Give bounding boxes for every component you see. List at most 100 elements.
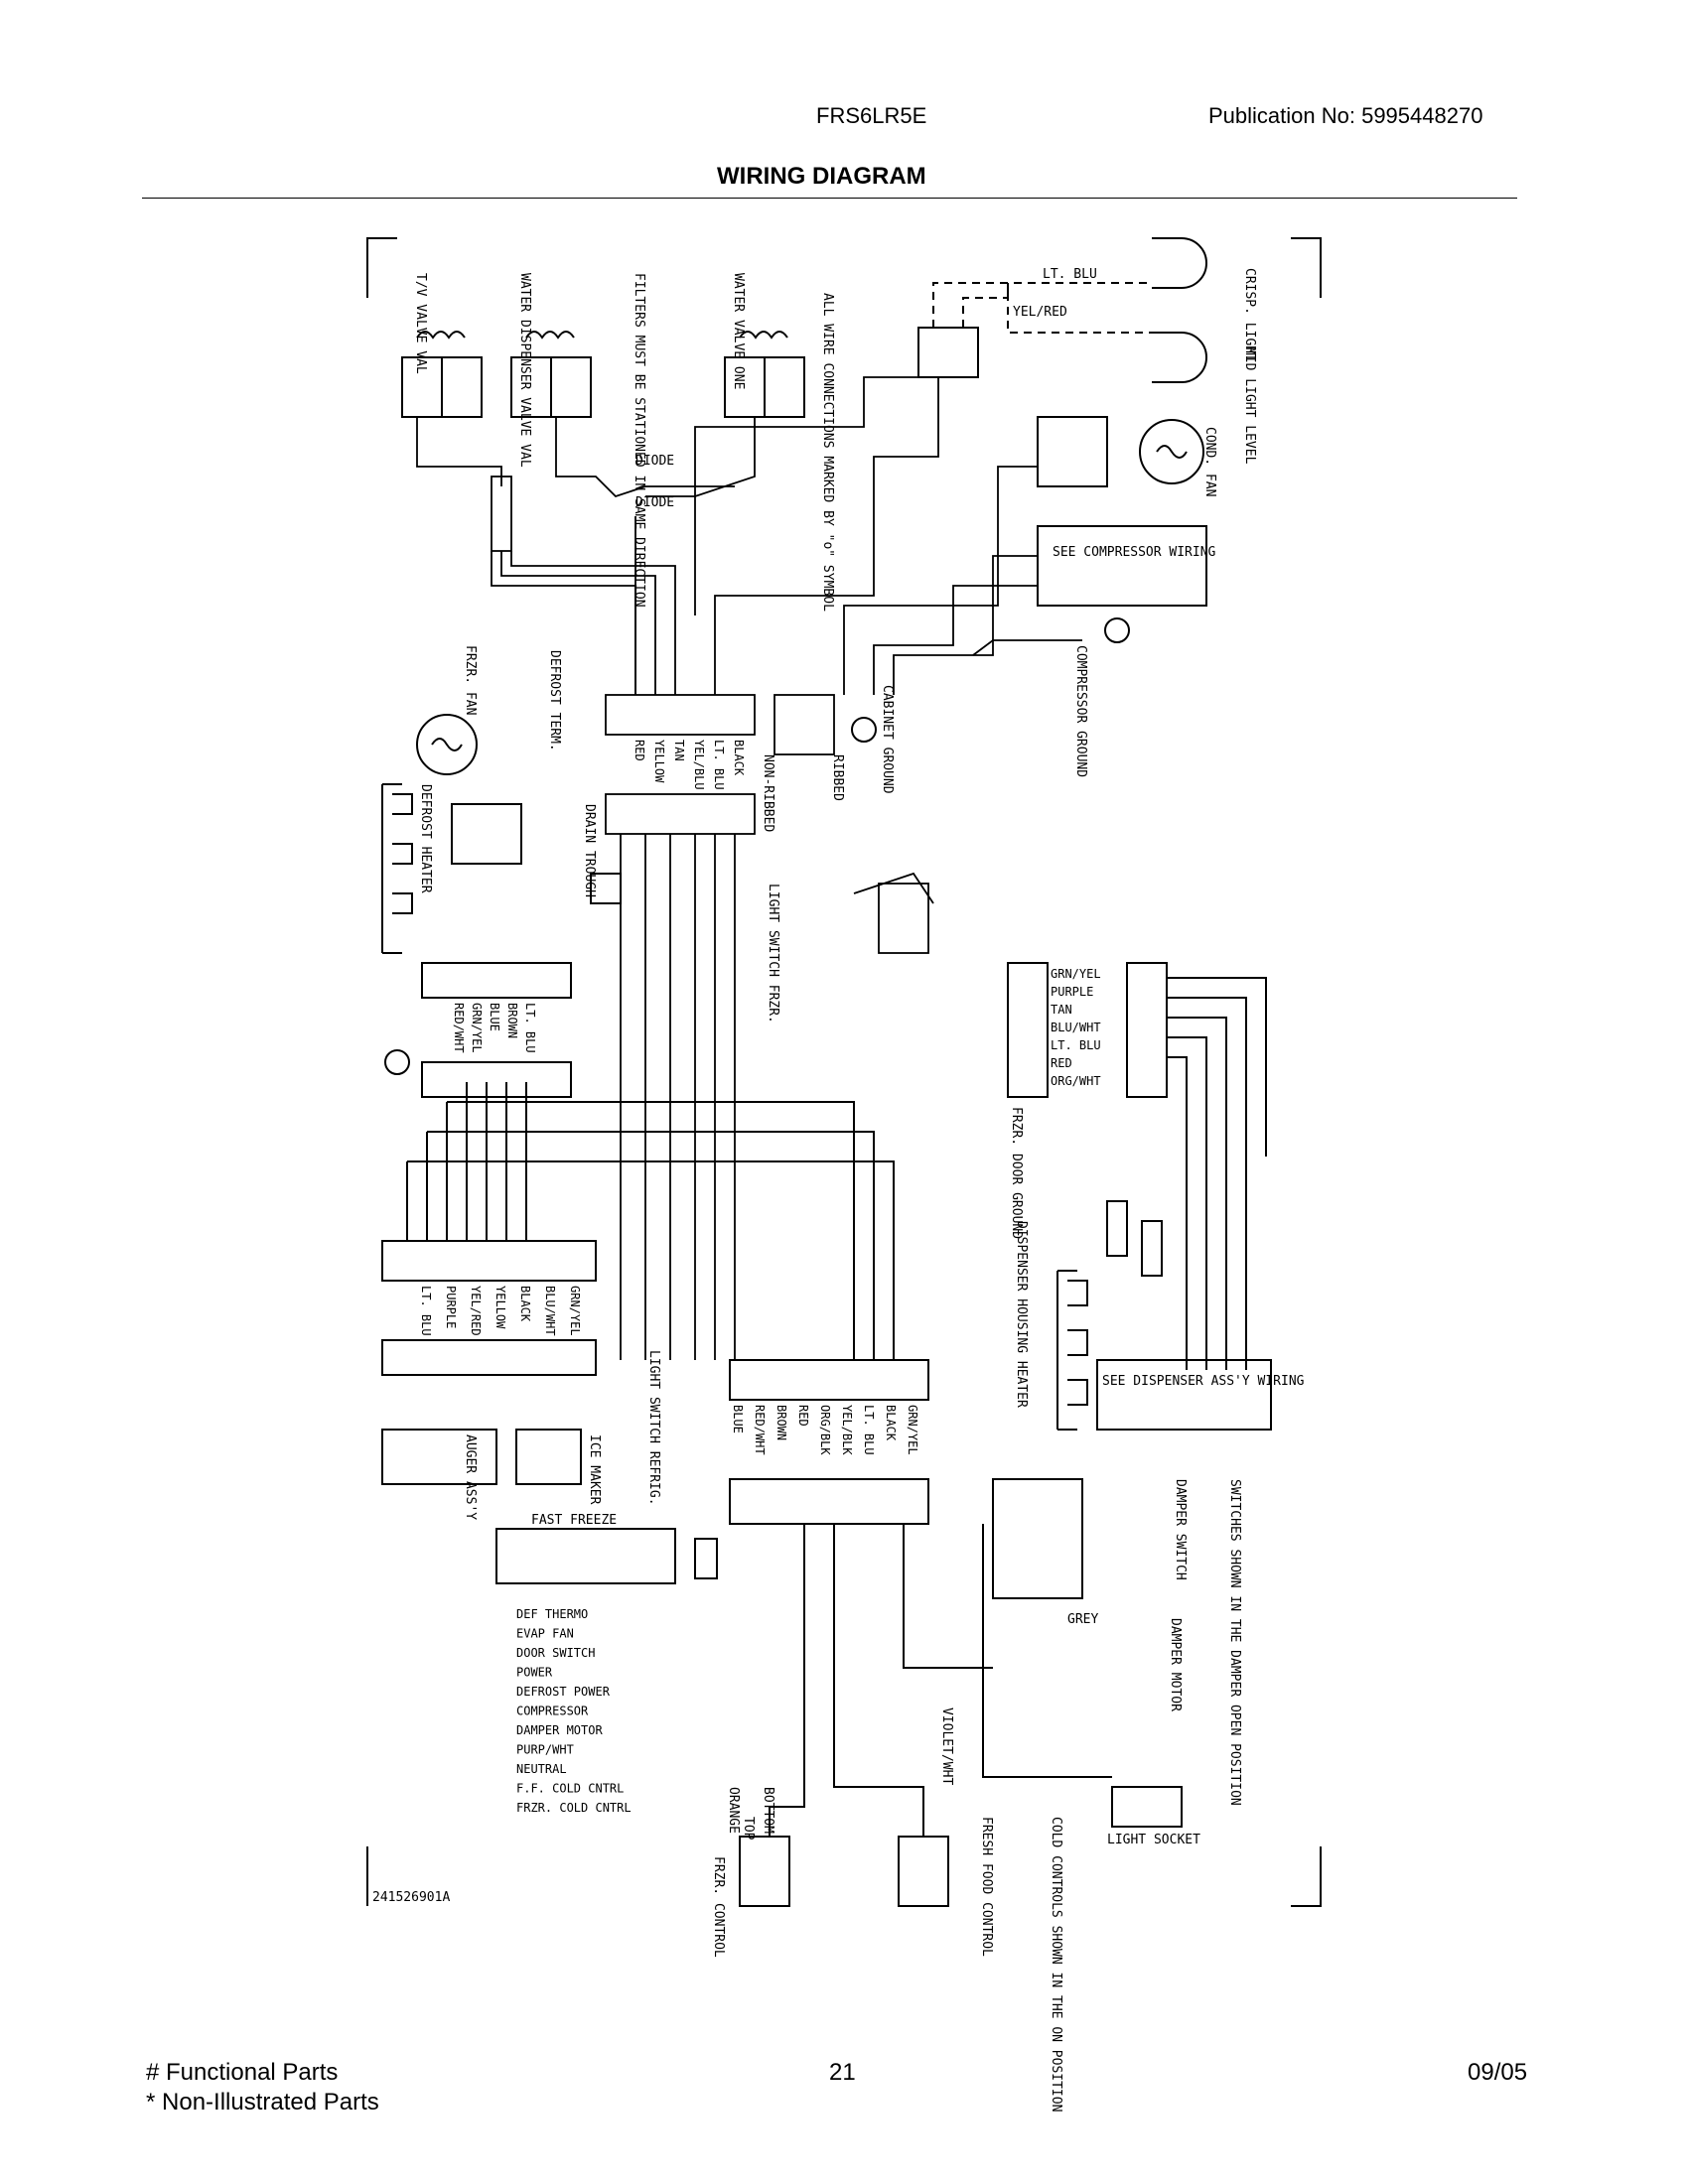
label-part-code: 241526901A [372,1890,450,1905]
harness-mid-label: GRN/YEL [470,1003,484,1053]
label-connections-note: ALL WIRE CONNECTIONS MARKED BY "o" SYMBO… [820,293,835,612]
harness-left-label: PURPLE [444,1286,458,1328]
harness-left-label: BLACK [518,1286,532,1322]
control-label: COMPRESSOR [516,1705,589,1718]
harness-bottom-label: BLUE [731,1405,745,1433]
valve-coils [401,331,805,418]
label-cold-controls-note: COLD CONTROLS SHOWN IN THE ON POSITION [1049,1817,1063,2112]
label-lt-blu: LT. BLU [1043,267,1097,282]
page-title: WIRING DIAGRAM [717,163,926,190]
right-harness-label: BLU/WHT [1051,1021,1101,1034]
harness-left-label: YELLOW [493,1286,507,1329]
label-bottom: BOTTOM [761,1787,775,1834]
label-grey: GREY [1067,1612,1098,1627]
control-label: PURP/WHT [516,1743,574,1757]
harness-bottom-label: RED/WHT [753,1405,767,1455]
harness-wires [416,376,1082,1360]
harness-left-label: LT. BLU [419,1286,433,1336]
label-frzr-door-ground: FRZR. DOOR GROUND [1009,1107,1024,1239]
footer-page-number: 21 [829,2059,856,2086]
freezer-section [381,714,622,1098]
header-divider [142,198,1517,199]
label-violet-wht: VIOLET/WHT [939,1707,954,1785]
label-ribbed: RIBBED [830,754,845,801]
label-crisper-light: CRISP. LIGHT [1242,268,1257,361]
harness-mid-label: LT. BLU [523,1003,537,1053]
wire-color-labels: BLACK LT. BLU YEL/BLU TAN YELLOW RED LT. BLU BR… [419,740,1101,1815]
label-defrost-heater: DEFROST HEATER [418,784,433,893]
right-harness [1007,962,1272,1431]
label-diode-2: DIODE [635,495,674,510]
control-board [495,1359,1183,1907]
label-see-dispenser: SEE DISPENSER ASS'Y WIRING [1102,1374,1305,1389]
right-harness-label: LT. BLU [1051,1038,1101,1052]
label-cabinet-ground: CABINET GROUND [880,685,895,794]
harness-bottom-label: LT. BLU [862,1405,876,1455]
label-vav: T/V VALVE VAL [413,273,428,374]
harness-left-label: GRN/YEL [568,1286,582,1336]
right-harness-label: PURPLE [1051,985,1093,999]
control-label: FRZR. COLD CNTRL [516,1801,632,1815]
control-label: DEFROST POWER [516,1685,611,1699]
label-ice-maker: ICE MAKER [587,1434,602,1505]
control-label: DEF THERMO [516,1607,588,1621]
label-filter-note: FILTERS MUST BE STATIONED IN SAME DIRECT… [632,273,646,608]
label-damper-switch: DAMPER SWITCH [1173,1479,1188,1580]
right-harness-label: ORG/WHT [1051,1074,1101,1088]
model-number: FRS6LR5E [816,103,927,128]
label-fast-freeze: FAST FREEZE [531,1513,617,1528]
harness-mid-label: BLUE [488,1003,501,1031]
label-compressor-ground: COMPRESSOR GROUND [1073,645,1088,777]
control-label: F.F. COLD CNTRL [516,1782,624,1796]
harness-top-label: BLACK [732,740,746,776]
harness-bottom-label: ORG/BLK [818,1405,832,1455]
label-frzr-control: FRZR. CONTROL [711,1856,726,1958]
harness-top-label: YEL/BLU [692,740,706,790]
light-bulbs [917,237,1207,383]
harness-top-label: RED [633,740,646,761]
label-non-ribbed: NON-RIBBED [761,754,775,832]
label-orange: ORANGE [726,1787,741,1834]
ground-symbols [384,617,1130,1075]
label-drain-trough: DRAIN TROUGH [582,804,597,897]
harness-mid-label: RED/WHT [452,1003,466,1053]
harness-bottom-label: BLACK [884,1405,898,1441]
label-switches-note: SWITCHES SHOWN IN THE DAMPER OPEN POSITI… [1227,1479,1242,1806]
right-harness-label: RED [1051,1056,1072,1070]
label-water-valve: WATER VALVE ONE [731,273,746,389]
control-label: DAMPER MOTOR [516,1723,603,1737]
harness-top-label: YELLOW [652,740,666,783]
label-mid-level: MID LIGHT LEVEL [1242,347,1257,465]
control-label: POWER [516,1666,553,1680]
label-yel-red: YEL/RED [1013,305,1067,320]
label-top: TOP [741,1817,756,1841]
footer-functional-parts: # Functional Parts [146,2059,339,2086]
harness-left-label: BLU/WHT [543,1286,557,1336]
harness-top-label: LT. BLU [712,740,726,790]
control-label: NEUTRAL [516,1762,567,1776]
label-damper-motor: DAMPER MOTOR [1168,1618,1183,1711]
diagram-frame [366,237,1322,1907]
harness-mid-label: BROWN [505,1003,519,1038]
label-light-switch-refrig: LIGHT SWITCH REFRIG. [646,1350,661,1506]
label-diode-1: DIODE [635,454,674,469]
footer-non-illustrated: * Non-Illustrated Parts [146,2089,379,2116]
control-label: EVAP FAN [516,1627,574,1641]
footer-date: 09/05 [1468,2059,1528,2086]
label-cond-fan: COND. FAN [1202,427,1217,496]
harness-top-label: TAN [672,740,686,761]
label-dispenser-housing-heater: DISPENSER HOUSING HEATER [1014,1221,1029,1408]
right-harness-label: TAN [1051,1003,1072,1017]
harness-bottom-label: RED [796,1405,810,1427]
label-light-socket: LIGHT SOCKET [1107,1833,1200,1847]
label-frzr-fan: FRZR. FAN [463,645,478,715]
harness-bottom-label: GRN/YEL [906,1405,919,1455]
label-auger-assy: AUGER ASS'Y [463,1434,478,1520]
label-light-switch-frzr: LIGHT SWITCH FRZR. [766,884,780,1024]
label-fresh-food-control: FRESH FOOD CONTROL [979,1817,994,1957]
harness-bottom-label: BROWN [774,1405,788,1440]
harness-bottom-label: YEL/BLK [840,1405,854,1455]
label-see-compressor: SEE COMPRESSOR WIRING [1053,545,1216,560]
left-lower-harness [381,1082,895,1485]
